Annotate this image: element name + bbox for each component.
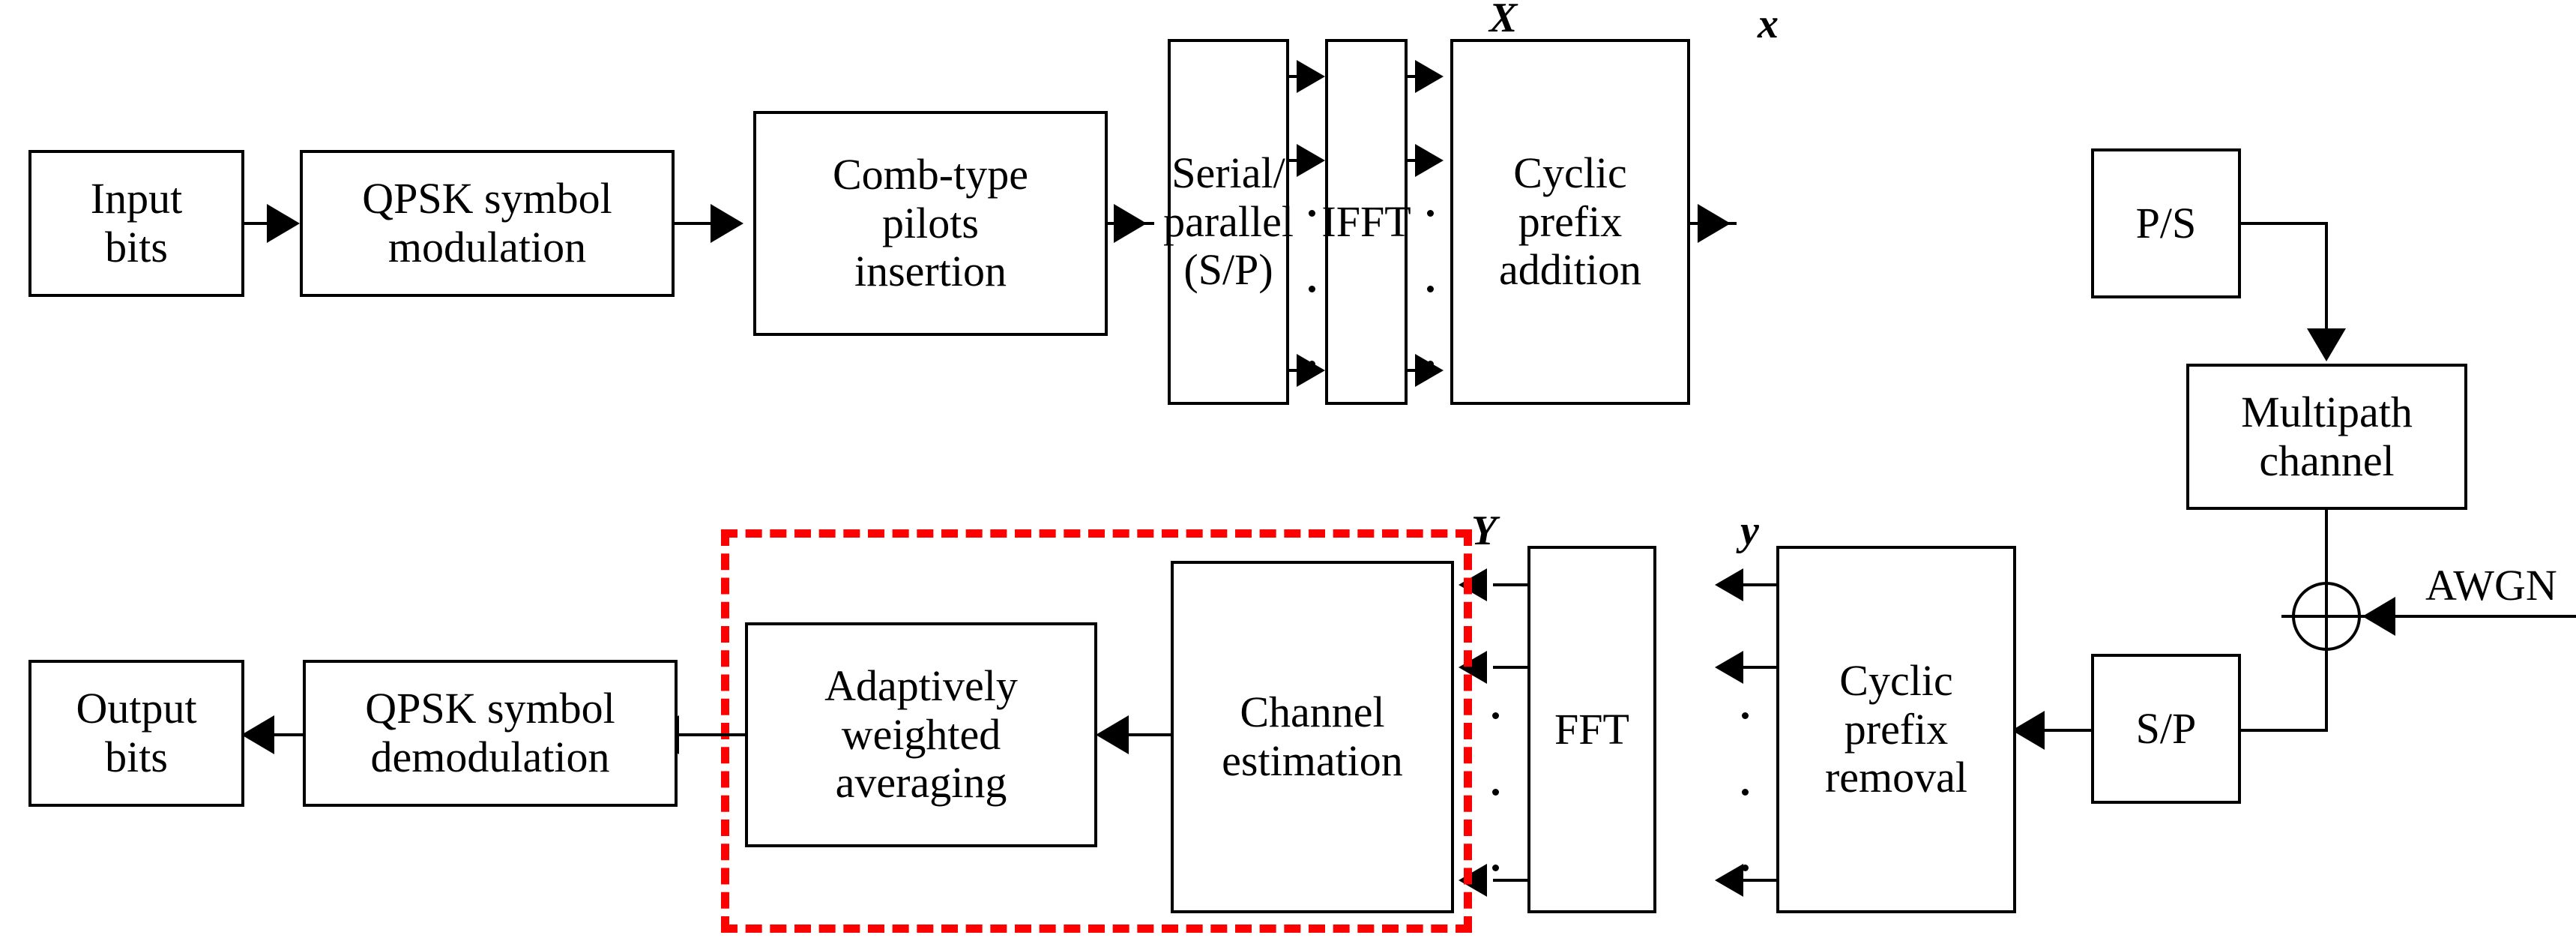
arrowhead-sprx-to-cpremoval (2012, 711, 2045, 750)
connector-cpremoval-to-fft-2 (1743, 666, 1778, 669)
arrowhead-pilots-to-sp (1114, 204, 1147, 243)
cp-addition-line-2: prefix (1518, 196, 1623, 246)
block-cyclic-prefix-removal[interactable]: Cyclic prefix removal (1776, 546, 2016, 913)
qpsk-demodulation-line-2: demodulation (370, 733, 610, 781)
connector-multipath-to-sum (2325, 510, 2328, 582)
block-comb-type-pilots-insertion[interactable]: Comb-type pilots insertion (753, 111, 1108, 336)
connector-sum-to-sp-horizontal (2241, 729, 2328, 732)
block-fft[interactable]: FFT (1527, 546, 1656, 913)
ellipsis-ifft-to-cpadd (1426, 210, 1434, 367)
block-parallel-serial[interactable]: P/S (2091, 148, 2241, 298)
arrowhead-input-to-qpsk (267, 204, 300, 243)
signal-label-X: X (1489, 0, 1518, 41)
arrowhead-ifft-to-cpadd-1 (1415, 60, 1444, 93)
block-cyclic-prefix-addition[interactable]: Cyclic prefix addition (1450, 39, 1690, 405)
highlight-region-proposed-estimator (721, 529, 1472, 933)
ellipsis-cpremoval-to-fft (1741, 712, 1749, 871)
arrowhead-cpremoval-to-fft-2 (1715, 651, 1743, 684)
arrowhead-ps-to-multipath (2307, 328, 2346, 361)
cp-removal-line-1: Cyclic (1839, 655, 1953, 705)
block-adaptively-weighted-averaging[interactable]: Adaptively weighted averaging (745, 622, 1097, 847)
arrowhead-fft-to-chest-3 (1459, 864, 1487, 897)
cp-removal-line-3: removal (1824, 753, 1968, 802)
block-ifft[interactable]: IFFT (1321, 39, 1411, 405)
block-input-bits[interactable]: Input bits (28, 150, 244, 297)
sum-cross-horizontal (2281, 615, 2374, 618)
block-qpsk-modulation[interactable]: QPSK symbol modulation (300, 150, 675, 297)
qpsk-demodulation-line-1: QPSK symbol (365, 684, 615, 733)
input-bits-line-2: bits (105, 223, 168, 271)
arrowhead-sp-to-ifft-2 (1297, 144, 1325, 177)
signal-label-Y: Y (1471, 508, 1497, 554)
serial-parallel-rx-label: S/P (2135, 703, 2197, 753)
arrowhead-fft-to-chest-2 (1459, 651, 1487, 684)
arrowhead-ifft-to-cpadd-2 (1415, 144, 1444, 177)
parallel-serial-label: P/S (2135, 198, 2197, 247)
summing-node-icon (2281, 571, 2374, 664)
connector-fft-to-chest-3 (1493, 879, 1529, 882)
connector-input-to-qpsk (244, 222, 276, 225)
sum-cross-vertical (2325, 571, 2328, 664)
serial-parallel-tx-line-3: (S/P) (1183, 245, 1273, 295)
connector-cpremoval-to-fft-1 (1743, 583, 1778, 586)
connector-demod-to-output (274, 733, 304, 736)
serial-parallel-tx-line-1: Serial/ (1171, 148, 1285, 197)
adaptive-averaging-line-1: Adaptively (824, 661, 1018, 710)
pilot-insertion-line-2: pilots (882, 198, 979, 247)
cp-addition-line-3: addition (1498, 245, 1642, 295)
cp-addition-line-1: Cyclic (1513, 148, 1627, 197)
connector-sum-to-sp-vertical (2325, 651, 2328, 732)
connector-averaging-to-demod (679, 733, 748, 736)
ifft-label: IFFT (1321, 196, 1411, 246)
cp-removal-line-2: prefix (1844, 704, 1949, 754)
connector-sprx-to-cpremoval (2045, 729, 2093, 732)
ellipsis-fft-to-chest (1491, 712, 1499, 871)
pilot-insertion-line-3: insertion (854, 247, 1007, 296)
channel-estimation-line-1: Channel (1240, 688, 1385, 737)
channel-estimation-line-2: estimation (1222, 736, 1403, 785)
multipath-line-2: channel (2259, 436, 2395, 485)
arrowhead-qpsk-to-pilots (711, 204, 743, 243)
output-bits-line-2: bits (105, 733, 168, 781)
adaptive-averaging-line-2: weighted (841, 709, 1001, 759)
arrowhead-awgn-to-sum (2362, 597, 2395, 636)
signal-label-y: y (1740, 508, 1759, 554)
arrowhead-ifft-to-cpadd-3 (1415, 354, 1444, 387)
connector-awgn-to-sum (2395, 615, 2576, 618)
block-serial-parallel-rx[interactable]: S/P (2091, 654, 2241, 804)
fft-label: FFT (1554, 704, 1629, 754)
arrowhead-sp-to-ifft-1 (1297, 60, 1325, 93)
adaptive-averaging-line-3: averaging (835, 758, 1007, 808)
multipath-line-1: Multipath (2241, 387, 2413, 436)
arrowhead-sp-to-ifft-3 (1297, 354, 1325, 387)
qpsk-modulation-line-1: QPSK symbol (362, 174, 612, 223)
arrowhead-cpremoval-to-fft-1 (1715, 568, 1743, 601)
signal-label-x: x (1758, 1, 1779, 47)
arrowhead-fft-to-chest-1 (1459, 568, 1487, 601)
qpsk-modulation-line-2: modulation (387, 223, 587, 271)
block-channel-estimation[interactable]: Channel estimation (1171, 561, 1454, 913)
arrowhead-chest-to-averaging (1096, 715, 1129, 754)
block-output-bits[interactable]: Output bits (28, 660, 244, 807)
block-multipath-channel[interactable]: Multipath channel (2186, 364, 2467, 510)
connector-chest-to-averaging (1129, 733, 1172, 736)
connector-ps-to-multipath-horizontal (2241, 222, 2328, 225)
pilot-insertion-line-1: Comb-type (833, 149, 1028, 199)
serial-parallel-tx-line-2: parallel (1163, 196, 1294, 246)
awgn-label: AWGN (2425, 561, 2557, 610)
arrowhead-demod-to-output (241, 715, 274, 754)
connector-ps-to-multipath-vertical (2325, 222, 2328, 333)
block-serial-parallel-tx[interactable]: Serial/ parallel (S/P) (1163, 39, 1294, 405)
connector-fft-to-chest-1 (1493, 583, 1529, 586)
arrowhead-cpadd-to-ps (1698, 204, 1731, 243)
connector-qpsk-to-pilots (675, 222, 720, 225)
arrowhead-cpremoval-to-fft-3 (1715, 864, 1743, 897)
input-bits-line-1: Input (90, 174, 183, 223)
block-qpsk-demodulation[interactable]: QPSK symbol demodulation (303, 660, 678, 807)
output-bits-line-1: Output (76, 684, 197, 733)
connector-cpremoval-to-fft-3 (1743, 879, 1778, 882)
connector-fft-to-chest-2 (1493, 666, 1529, 669)
ellipsis-sp-to-ifft (1308, 210, 1315, 367)
